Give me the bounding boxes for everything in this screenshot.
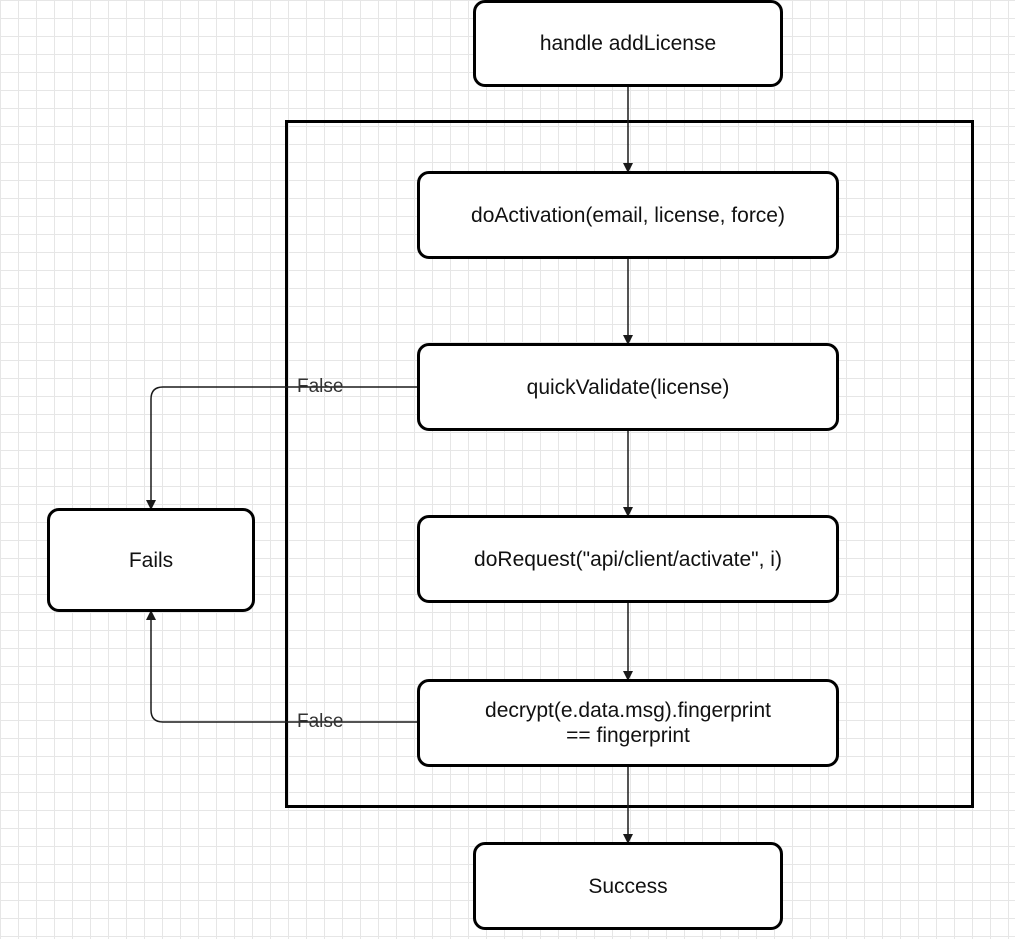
false-label-validate: False — [297, 376, 344, 397]
do-activation-node: doActivation(email, license, force) — [417, 171, 839, 259]
quick-validate-node: quickValidate(license) — [417, 343, 839, 431]
false-label-decrypt: False — [297, 711, 344, 732]
do-request-node: doRequest("api/client/activate", i) — [417, 515, 839, 603]
success-node: Success — [473, 842, 783, 930]
handle-add-license-node: handle addLicense — [473, 0, 783, 87]
decrypt-check-node: decrypt(e.data.msg).fingerprint == finge… — [417, 679, 839, 767]
fails-node: Fails — [47, 508, 255, 612]
edge-decrypt-false-to-fails — [146, 610, 417, 723]
edge-validate-false-to-fails — [146, 386, 417, 510]
activation-group-frame — [285, 120, 974, 808]
